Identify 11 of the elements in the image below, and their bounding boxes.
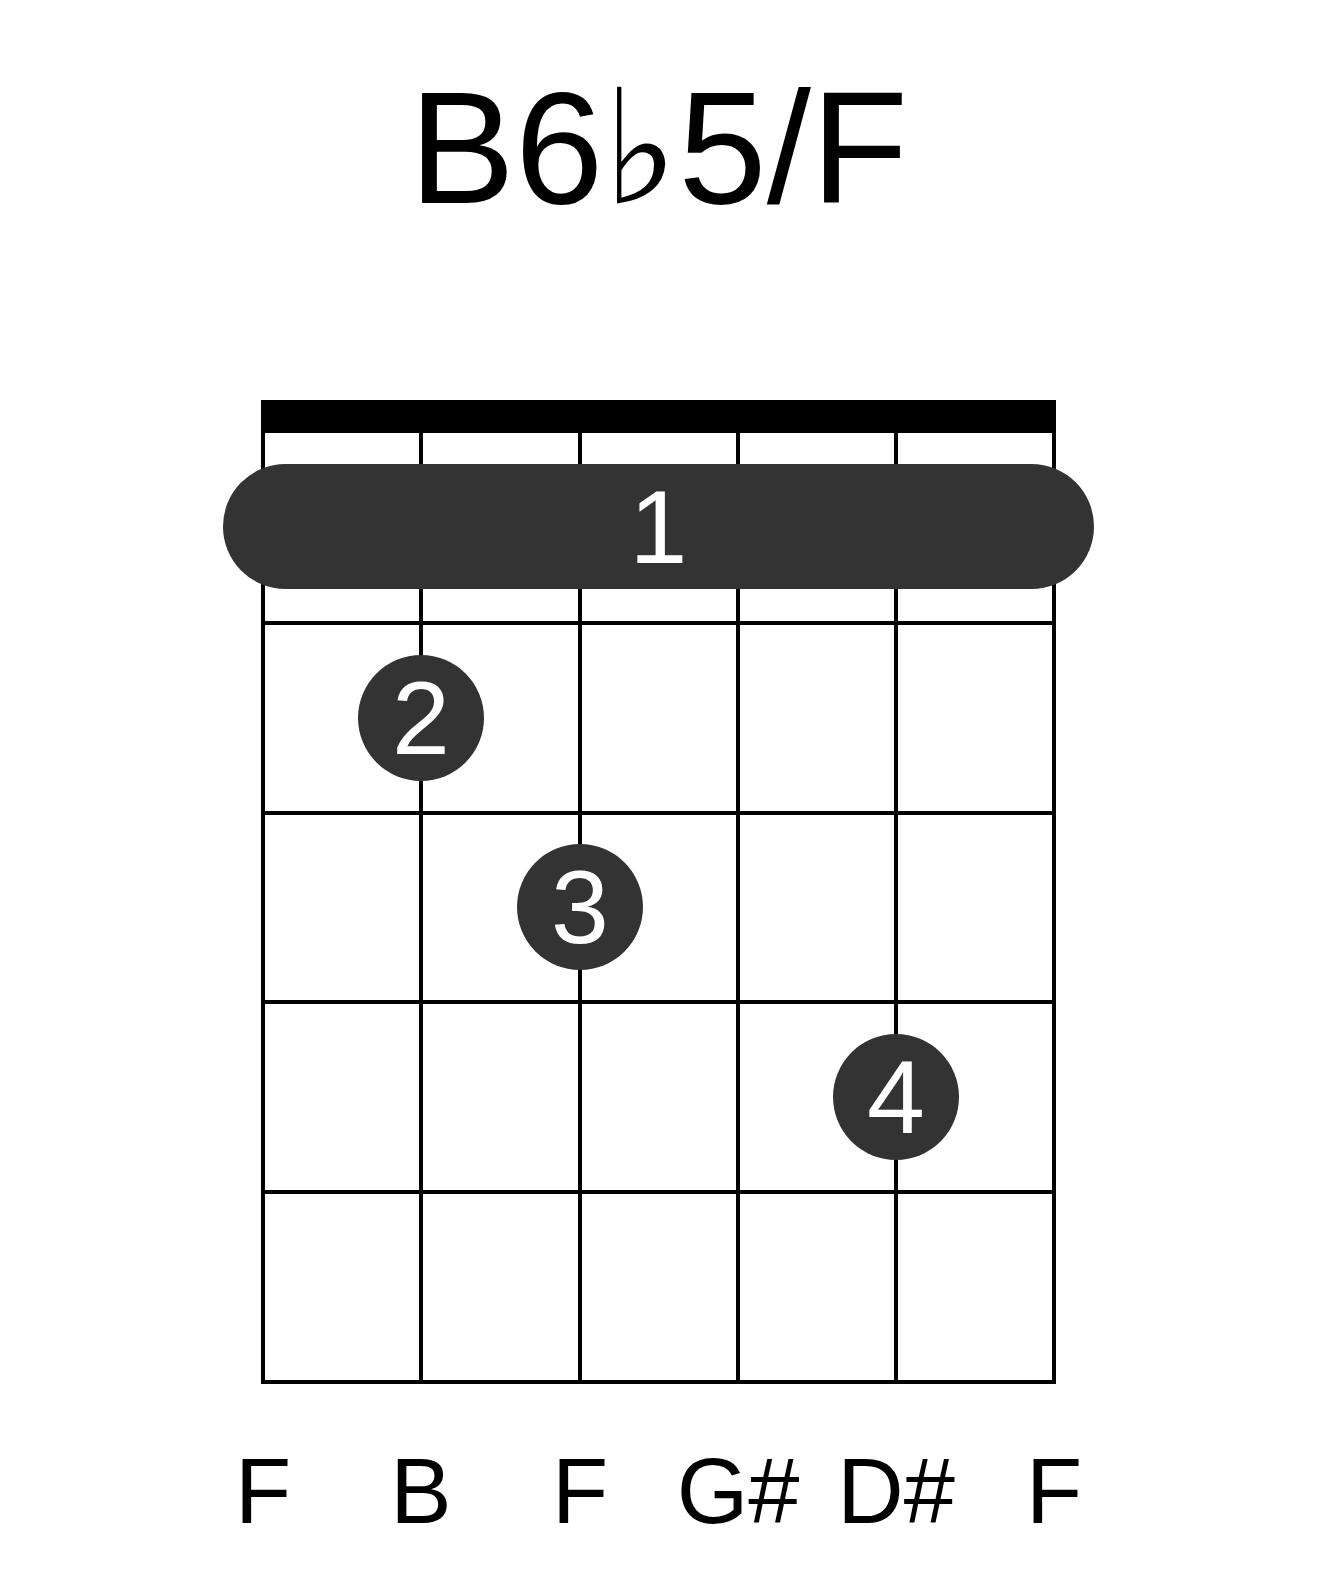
string-note-label: D# [837,1445,955,1537]
string-note-label: G# [676,1445,800,1537]
string-note-label: F [551,1445,609,1537]
finger-marker: 3 [517,844,643,970]
finger-marker: 4 [833,1034,959,1160]
chord-title: B6♭5/F [408,58,909,238]
string-note-label: F [1025,1445,1083,1537]
string-note-label: F [234,1445,292,1537]
barre-marker: 1 [223,464,1094,589]
finger-marker: 2 [358,655,484,781]
string-note-label: B [390,1445,452,1537]
